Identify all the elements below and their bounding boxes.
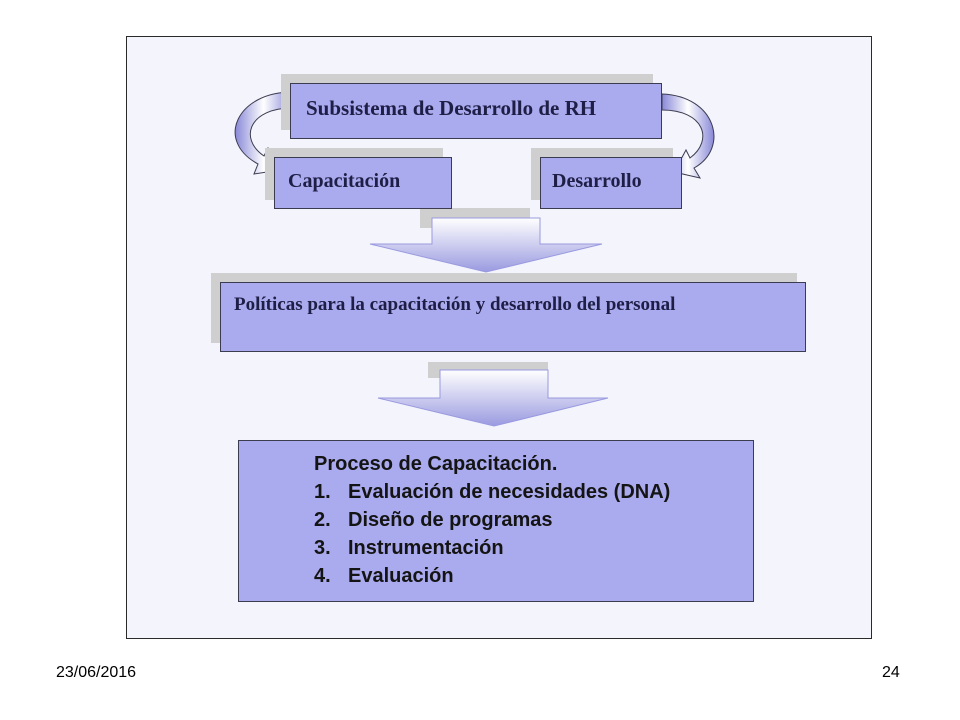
process-step: 1. Evaluación de necesidades (DNA) [314,481,671,503]
down-arrow-2-icon [377,369,609,427]
process-step: 4. Evaluación [314,565,454,587]
footer-page-number: 24 [882,664,900,681]
policies-box-label: Políticas para la capacitación y desarro… [234,294,676,315]
desarrollo-box-label: Desarrollo [552,170,642,192]
down-arrow-1-icon [369,217,603,273]
title-box-label: Subsistema de Desarrollo de RH [306,96,597,120]
curved-arrow-left-icon [234,91,293,175]
curved-arrow-right-icon [661,93,715,179]
footer-date: 23/06/2016 [56,664,137,681]
title-box [290,83,662,139]
capacitacion-box [274,157,452,209]
process-step: 2. Diseño de programas [314,509,553,531]
desarrollo-box [540,157,682,209]
process-heading: Proceso de Capacitación. [314,453,558,475]
policies-box [220,282,806,352]
process-box [238,440,754,602]
process-step: 3. Instrumentación [314,537,504,559]
process-list: Proceso de Capacitación. 1. Evaluación d… [314,450,670,590]
capacitacion-box-label: Capacitación [288,170,401,192]
